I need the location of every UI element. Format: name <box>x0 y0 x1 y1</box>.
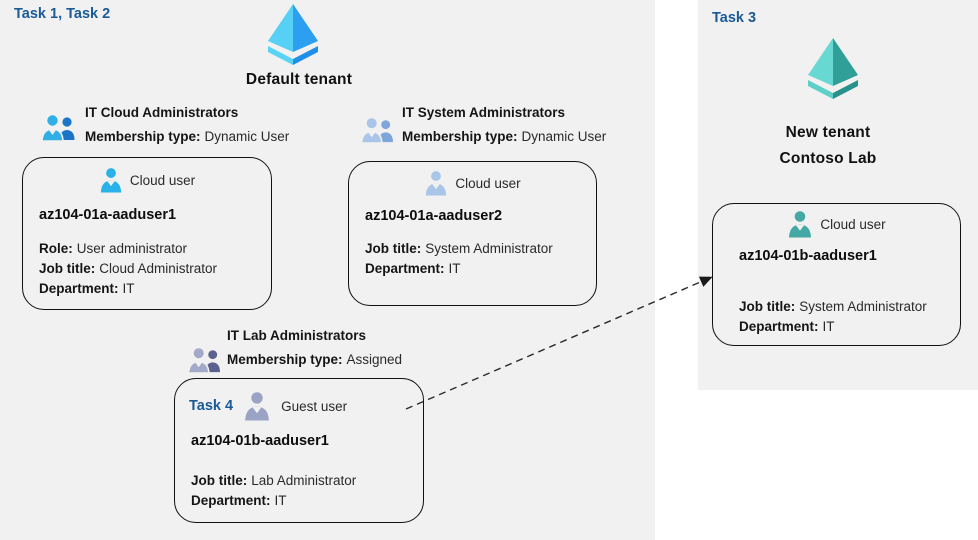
card-header: Cloud user <box>713 210 960 238</box>
field-role: Role:User administrator <box>39 241 188 256</box>
cloud-user-icon <box>424 170 448 196</box>
username: az104-01b-aaduser1 <box>739 248 877 264</box>
user-card-cloud-user-2: Cloud user az104-01a-aaduser2 Job title:… <box>348 161 597 306</box>
membership-value: Assigned <box>346 352 403 367</box>
task-1-2-label: Task 1, Task 2 <box>14 6 111 22</box>
membership-label: Membership type: <box>227 352 343 367</box>
user-fields: Job title:Lab Administrator Department:I… <box>191 471 423 511</box>
azure-ad-new-tenant-icon <box>801 38 865 100</box>
membership-value: Dynamic User <box>521 129 607 144</box>
user-card-new-tenant-user: Cloud user az104-01b-aaduser1 Job title:… <box>712 203 961 346</box>
group-membership: Membership type:Assigned <box>227 352 402 367</box>
username: az104-01a-aaduser2 <box>365 208 503 224</box>
membership-value: Dynamic User <box>204 129 290 144</box>
group-name: IT Lab Administrators <box>227 328 367 343</box>
group-membership: Membership type:Dynamic User <box>85 129 289 144</box>
username: az104-01b-aaduser1 <box>191 433 329 449</box>
card-header: Cloud user <box>23 167 271 193</box>
group-membership: Membership type:Dynamic User <box>402 129 606 144</box>
field-job-title: Job title:Cloud Administrator <box>39 261 218 276</box>
username: az104-01a-aaduser1 <box>39 207 177 223</box>
user-fields: Job title:System Administrator Departmen… <box>739 297 960 337</box>
default-tenant-name: Default tenant <box>245 71 353 88</box>
group-users-icon <box>187 345 222 374</box>
cloud-user-icon <box>787 210 813 238</box>
membership-label: Membership type: <box>85 129 201 144</box>
user-fields: Role:User administrator Job title:Cloud … <box>39 239 271 299</box>
card-header: Cloud user <box>349 170 596 196</box>
guest-user-icon <box>243 391 271 421</box>
user-type-label: Cloud user <box>455 175 521 191</box>
field-department: Department:IT <box>365 261 461 276</box>
field-department: Department:IT <box>39 281 135 296</box>
cloud-user-icon <box>99 167 123 193</box>
group-users-icon <box>40 112 77 142</box>
new-tenant-name-line2: Contoso Lab <box>779 150 877 167</box>
task-4-label: Task 4 <box>189 398 234 414</box>
field-department: Department:IT <box>739 319 835 334</box>
user-type-label: Cloud user <box>820 216 886 232</box>
card-header: Task 4 Guest user <box>175 391 423 421</box>
field-job-title: Job title:Lab Administrator <box>191 473 357 488</box>
group-name: IT Cloud Administrators <box>85 105 239 120</box>
default-tenant-region <box>0 0 655 540</box>
group-name: IT System Administrators <box>402 105 566 120</box>
field-job-title: Job title:System Administrator <box>365 241 553 256</box>
new-tenant-name-line1: New tenant <box>785 124 871 141</box>
user-fields: Job title:System Administrator Departmen… <box>365 239 596 279</box>
field-job-title: Job title:System Administrator <box>739 299 927 314</box>
user-type-label: Guest user <box>281 398 348 414</box>
user-card-guest-user: Task 4 Guest user az104-01b-aaduser1 Job… <box>174 378 424 523</box>
group-users-icon <box>360 115 395 144</box>
user-card-cloud-user-1: Cloud user az104-01a-aaduser1 Role:User … <box>22 157 272 310</box>
field-department: Department:IT <box>191 493 287 508</box>
task-3-label: Task 3 <box>712 10 757 26</box>
azure-ad-default-tenant-icon <box>261 4 325 66</box>
membership-label: Membership type: <box>402 129 518 144</box>
user-type-label: Cloud user <box>129 172 196 188</box>
